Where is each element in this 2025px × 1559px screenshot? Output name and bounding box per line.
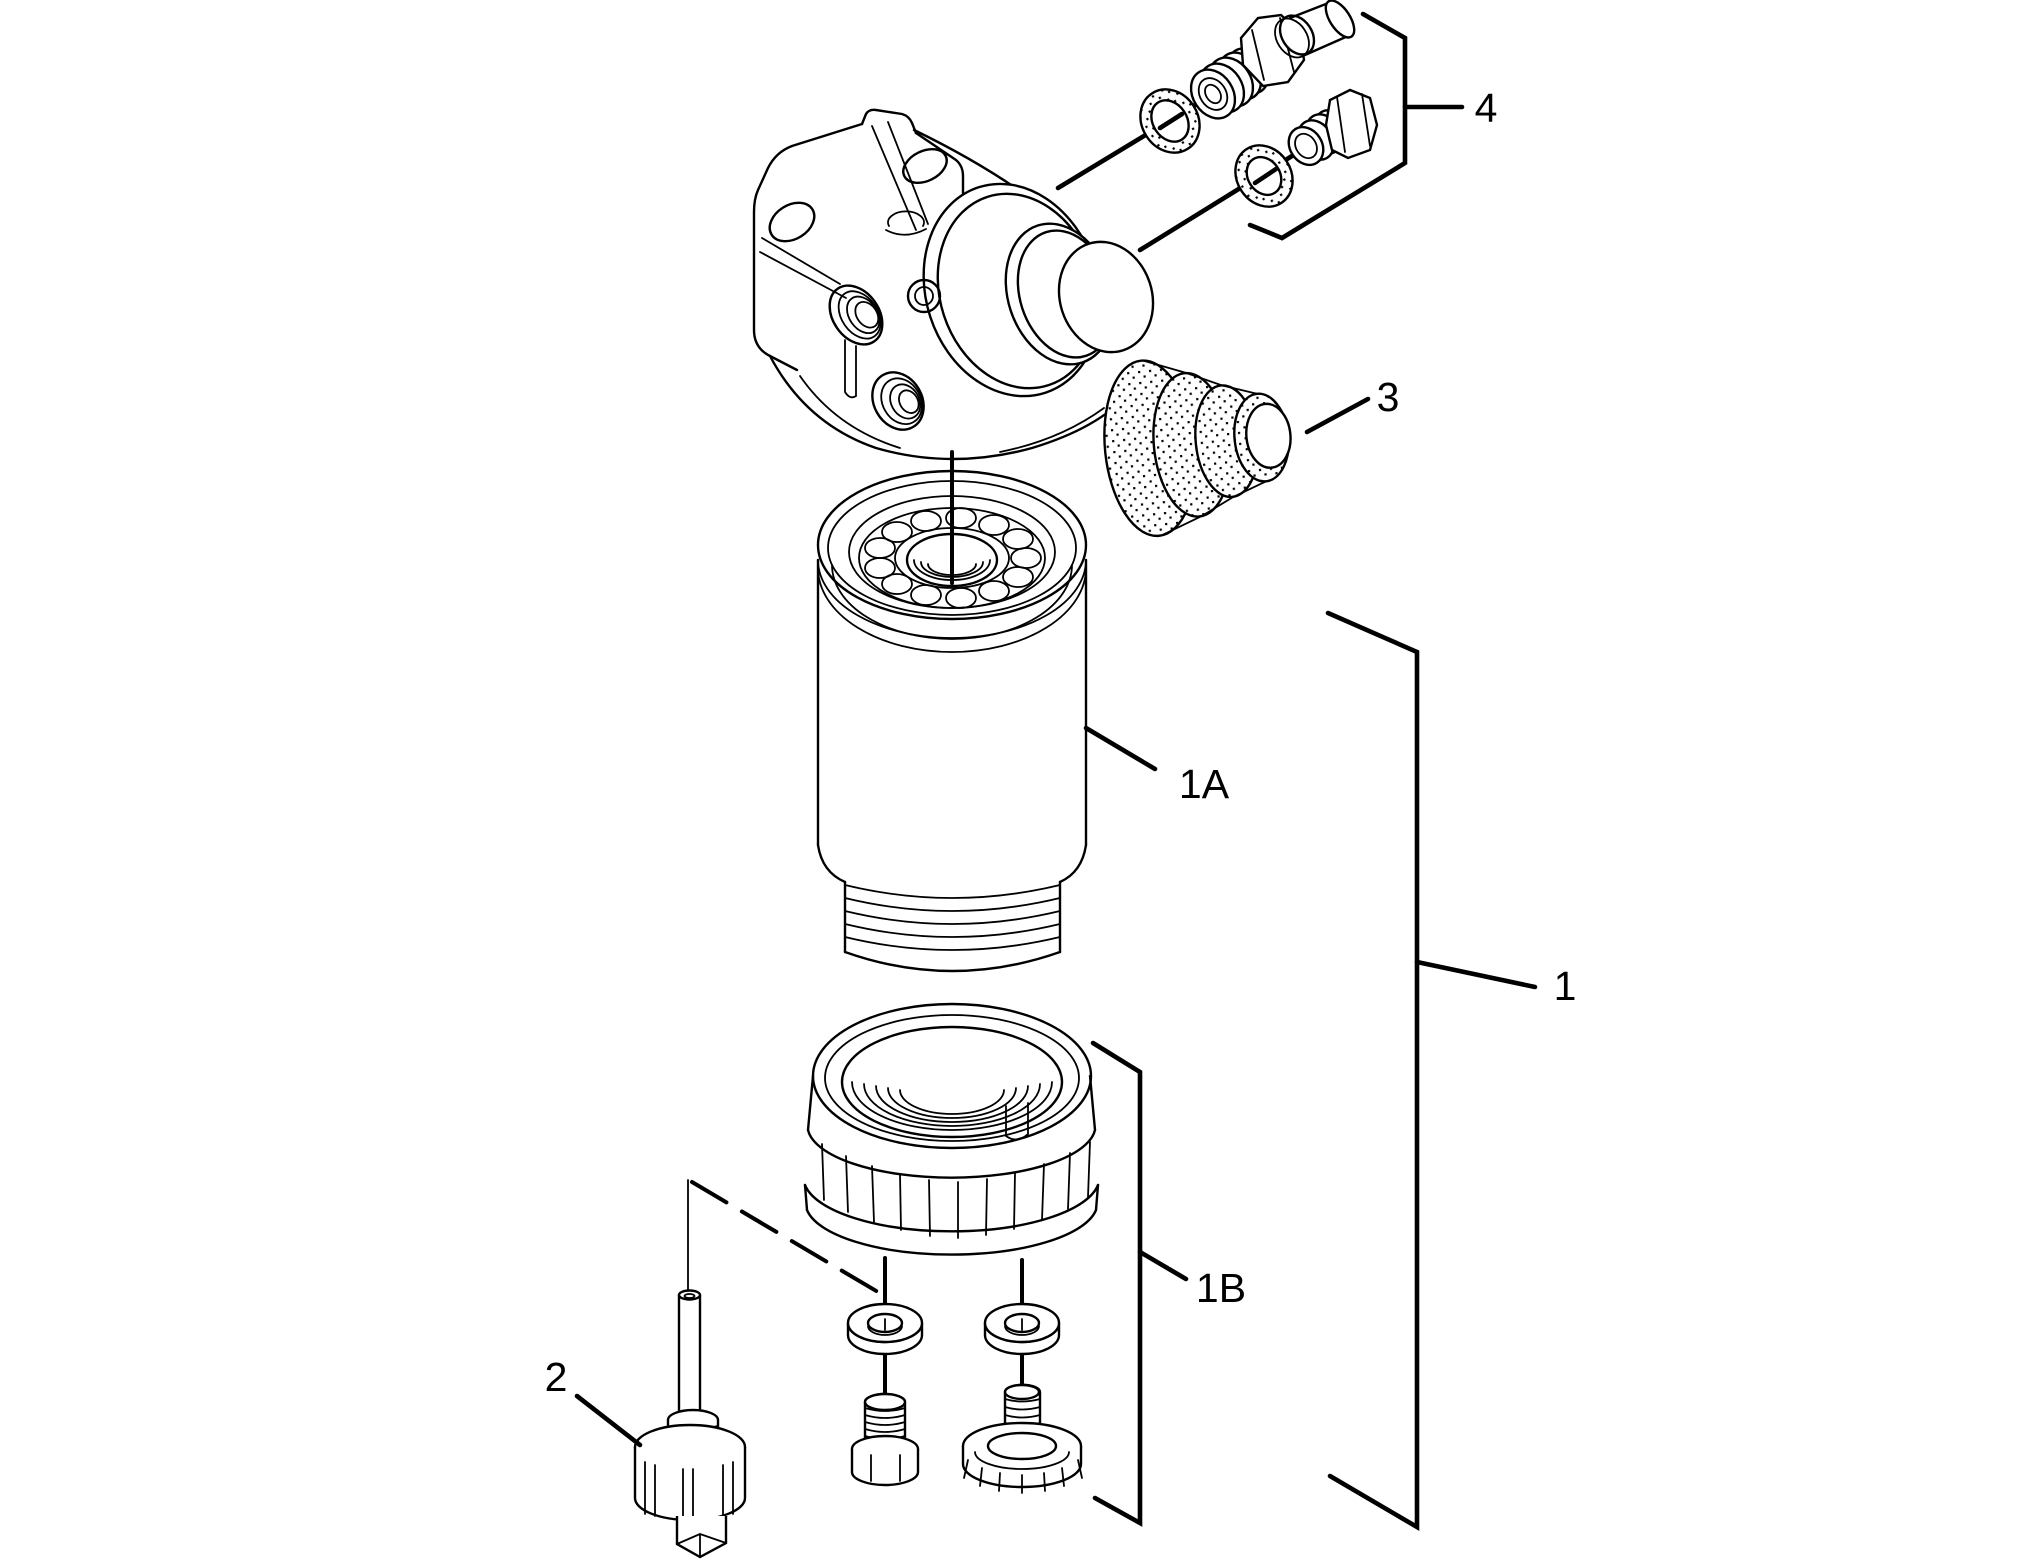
boss-port [906,278,942,314]
hex-nut [1324,88,1379,160]
callout-1b-label: 1B [1196,1265,1246,1311]
fitting-group [1055,0,1379,253]
bowl-ring-1b [803,1002,1100,1256]
o-ring-lower [1234,144,1294,208]
bracket-1b-tick [1137,1249,1189,1282]
leader-2 [574,1393,643,1448]
bracket-1 [1325,610,1420,1532]
callout-4-label: 4 [1475,85,1498,131]
drain-valve-2 [633,1179,885,1559]
leader-1a [1083,725,1158,772]
hex-bolt [850,1392,920,1487]
valve-tip [675,1516,728,1559]
ring-ribs [821,1141,1091,1239]
element-hole-ring [864,507,1042,609]
bracket-1-tick [1414,959,1538,990]
bracket-4 [1247,11,1408,241]
inlet-port [828,284,884,346]
callout-3-label: 3 [1377,374,1400,420]
drain-valve-path-line [690,1180,885,1297]
fitting-plug-lower [1287,88,1379,167]
washer-right [983,1302,1061,1356]
callout-1a-label: 1A [1179,761,1230,807]
filter-element-1a [816,469,1088,973]
leader-3 [1304,396,1371,435]
fitting-connector-upper [1189,0,1356,120]
plug-3 [1103,359,1292,538]
primer-pump-face [922,182,1155,398]
o-ring-upper [1139,88,1201,154]
bracket-1b [1090,1040,1143,1527]
washer-left [846,1302,924,1356]
knurled-nut [961,1383,1083,1494]
outlet-port [871,371,925,431]
callout-2-label: 2 [545,1354,568,1400]
filter-head [752,108,1155,461]
callout-1-label: 1 [1554,963,1577,1009]
